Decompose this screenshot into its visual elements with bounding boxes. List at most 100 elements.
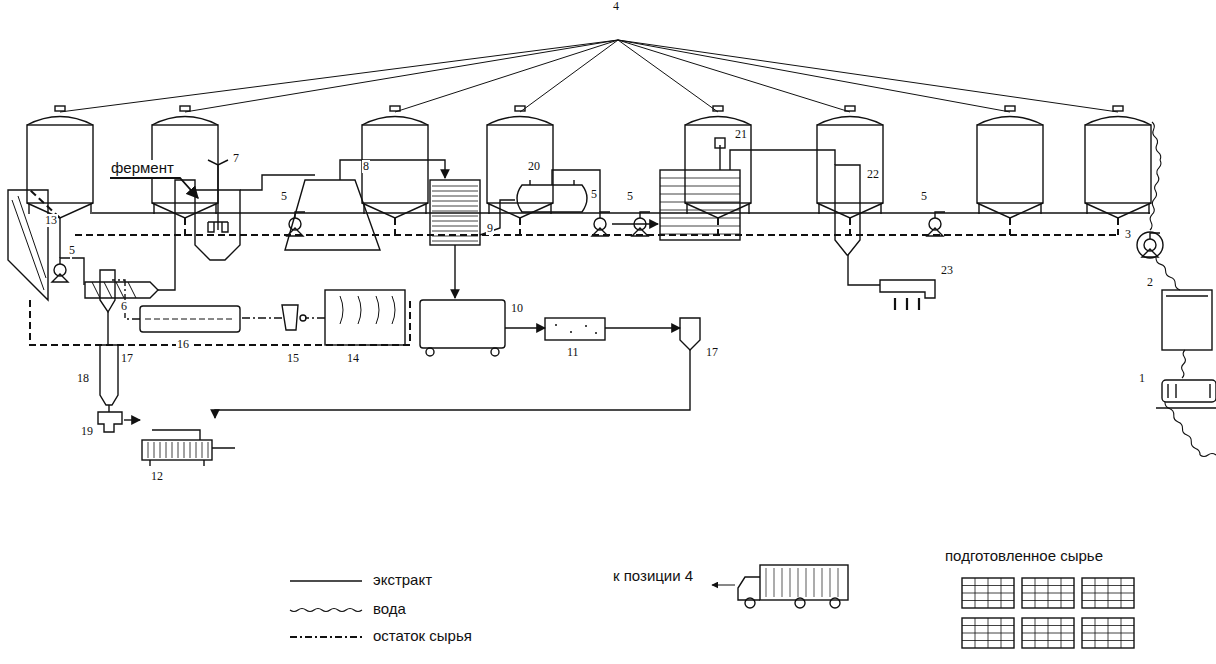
callout-number: 18 <box>76 372 90 385</box>
silo-body <box>685 125 751 203</box>
pallet-col <box>988 578 989 608</box>
silo-body <box>977 125 1043 203</box>
residue-drop <box>849 218 851 235</box>
silo-roof <box>1085 117 1151 126</box>
silo-hatch <box>845 106 855 111</box>
callout-number: 13 <box>44 214 58 227</box>
collector-tank <box>660 170 740 240</box>
residue-drop <box>519 218 521 235</box>
collector-tank-line <box>660 210 740 211</box>
callout-number: 7 <box>232 152 240 165</box>
residue-drop <box>717 218 719 235</box>
screen-13 <box>8 190 48 300</box>
silo-body <box>487 125 553 203</box>
filter-9-plate <box>432 191 478 192</box>
dryer-16 <box>140 306 240 332</box>
callout-number: 15 <box>286 352 300 365</box>
legend-sample-solid <box>290 580 362 581</box>
silo-hatch <box>713 106 723 111</box>
extract-line <box>158 180 195 290</box>
filter-9-plate <box>432 236 478 237</box>
tank-10-wheel <box>426 348 434 356</box>
extract-collector <box>92 212 1150 213</box>
tank-10-wheel <box>491 348 499 356</box>
filter-9-plate <box>432 196 478 197</box>
tank-22 <box>835 165 860 255</box>
unit-11 <box>545 318 605 340</box>
filter-9-plate <box>432 226 478 227</box>
filter-9-plate <box>432 206 478 207</box>
feed-line <box>618 40 718 112</box>
callout-number: 2 <box>1146 276 1154 289</box>
filler-23 <box>880 280 935 298</box>
tank-10 <box>420 300 505 348</box>
truck-load <box>782 568 783 597</box>
water-line <box>1200 454 1216 457</box>
residue-line <box>108 405 109 412</box>
silo-hatch <box>515 106 525 111</box>
pallet-col <box>1121 618 1122 648</box>
pallet-col <box>1095 618 1096 648</box>
pallet-col <box>1121 578 1122 608</box>
truck-wheel <box>745 598 755 608</box>
mixer-7-agitator <box>208 160 228 232</box>
silo-roof <box>27 117 93 126</box>
pump-outlet <box>600 212 610 218</box>
pump-base <box>52 274 68 282</box>
callout-number: 10 <box>510 302 524 315</box>
silo-cone <box>362 203 428 218</box>
pump-3 <box>1137 232 1163 258</box>
silo-hatch <box>390 106 400 111</box>
packer-12-hatch <box>172 442 173 458</box>
extract-line <box>480 200 515 235</box>
screw-6-flights <box>92 282 136 298</box>
silo-body <box>27 125 93 203</box>
feed-line <box>60 40 618 112</box>
truck-load <box>830 568 831 597</box>
note-label: к позиции 4 <box>612 568 694 585</box>
pallet-col <box>1095 578 1096 608</box>
truck-load <box>814 568 815 597</box>
callout-number: 12 <box>150 470 164 483</box>
packer-12-hatch <box>190 442 191 458</box>
packer-12-hatch <box>208 442 209 458</box>
callout-number: 5 <box>626 190 634 203</box>
silo-roof <box>685 117 751 126</box>
callout-number: 16 <box>176 338 190 351</box>
truck-load <box>790 568 791 597</box>
truck-wheel <box>830 598 840 608</box>
residue-drop <box>1009 218 1011 235</box>
callout-number: 1 <box>1138 372 1146 385</box>
filter-9-plate <box>432 241 478 242</box>
truck-wheel <box>795 598 805 608</box>
cyclone-17 <box>100 270 115 312</box>
pallet <box>962 578 1014 608</box>
extract-line <box>505 327 545 328</box>
filter-9-plate <box>432 221 478 222</box>
pump-base <box>632 228 648 236</box>
pump-outlet <box>295 212 305 218</box>
feed-line <box>618 40 1118 112</box>
pallet <box>1082 618 1134 648</box>
pump-outlet <box>935 212 945 218</box>
truck-load <box>822 568 823 597</box>
pallet-col <box>1001 618 1002 648</box>
extract-line <box>552 170 600 212</box>
callout-number: 17 <box>705 346 719 359</box>
residue-line <box>124 419 140 420</box>
pallet-col <box>1001 578 1002 608</box>
collector-tank-line <box>660 194 740 195</box>
truck-cab <box>738 577 760 600</box>
pallet <box>1082 578 1134 608</box>
pump-outlet <box>1150 233 1160 239</box>
pallet-col <box>1035 618 1036 648</box>
pump-base <box>592 228 608 236</box>
callout-number: 3 <box>1124 228 1132 241</box>
filter-9-plate <box>432 211 478 212</box>
collector-tank-line <box>660 186 740 187</box>
callout-number: 19 <box>80 425 94 438</box>
pump-base <box>927 228 943 236</box>
pallet-col <box>1061 618 1062 648</box>
packer-12-hatch <box>154 442 155 458</box>
extract-line <box>848 255 880 285</box>
